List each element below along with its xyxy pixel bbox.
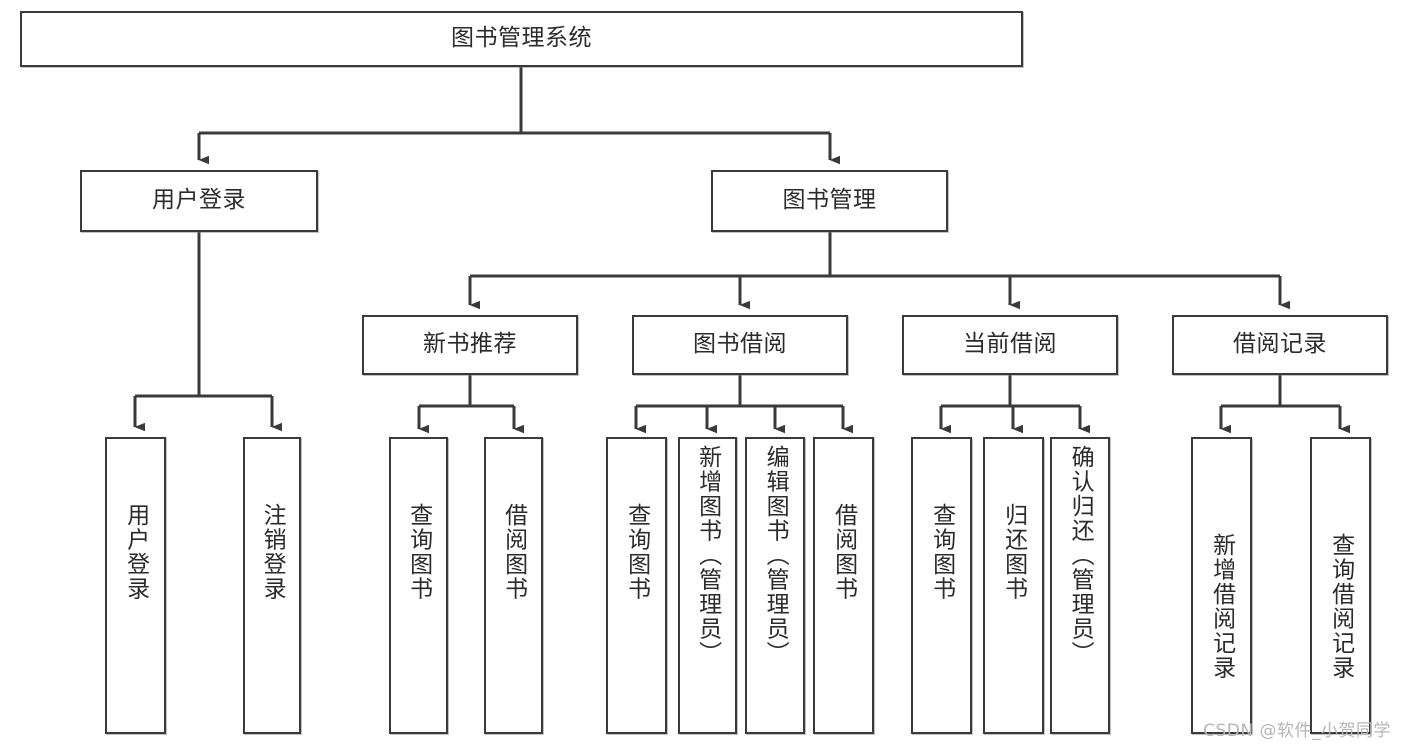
leaf-query-book-1[interactable]: 查询图书 <box>389 437 448 734</box>
leaf-query-book-1-label: 查询图书 <box>405 503 432 601</box>
leaf-borrow-book-2-label: 借阅图书 <box>830 503 857 601</box>
leaf-borrow-book-1-label: 借阅图书 <box>500 503 527 601</box>
leaf-return-book[interactable]: 归还图书 <box>983 437 1044 734</box>
node-book-manage-label: 图书管理 <box>782 187 877 214</box>
leaf-confirm-return[interactable]: 确认归还（管理员） <box>1050 437 1110 734</box>
leaf-edit-book-admin-label: 编辑图书（管理员） <box>762 445 789 666</box>
leaf-query-borrow-record[interactable]: 查询借阅记录 <box>1310 437 1371 734</box>
leaf-logout-login-label: 注销登录 <box>259 503 286 601</box>
node-root[interactable]: 图书管理系统 <box>20 11 1023 67</box>
node-root-label: 图书管理系统 <box>451 25 592 52</box>
node-book-borrow[interactable]: 图书借阅 <box>632 315 848 375</box>
leaf-add-borrow-record[interactable]: 新增借阅记录 <box>1191 437 1252 734</box>
leaf-edit-book-admin[interactable]: 编辑图书（管理员） <box>745 437 805 734</box>
node-book-manage[interactable]: 图书管理 <box>711 170 948 232</box>
node-book-borrow-label: 图书借阅 <box>693 331 787 358</box>
leaf-query-book-2[interactable]: 查询图书 <box>606 437 667 734</box>
leaf-logout-login[interactable]: 注销登录 <box>243 437 301 734</box>
leaf-add-book-admin[interactable]: 新增图书（管理员） <box>678 437 737 734</box>
leaf-return-book-label: 归还图书 <box>1000 503 1027 601</box>
node-current-borrow-label: 当前借阅 <box>963 331 1057 358</box>
leaf-query-book-2-label: 查询图书 <box>623 503 650 601</box>
csdn-watermark: CSDN @软件_小贺同学 <box>1203 721 1391 741</box>
leaf-query-book-3[interactable]: 查询图书 <box>911 437 972 734</box>
node-borrow-record[interactable]: 借阅记录 <box>1172 315 1388 375</box>
node-user-login-label: 用户登录 <box>152 187 246 214</box>
leaf-query-borrow-record-label: 查询借阅记录 <box>1327 533 1354 680</box>
leaf-confirm-return-label: 确认归还（管理员） <box>1067 445 1094 666</box>
leaf-add-book-admin-label: 新增图书（管理员） <box>694 445 721 666</box>
node-current-borrow[interactable]: 当前借阅 <box>902 315 1118 375</box>
leaf-borrow-book-2[interactable]: 借阅图书 <box>813 437 874 734</box>
leaf-borrow-book-1[interactable]: 借阅图书 <box>484 437 543 734</box>
leaf-user-login-label: 用户登录 <box>122 503 149 601</box>
leaf-query-book-3-label: 查询图书 <box>928 503 955 601</box>
leaf-add-borrow-record-label: 新增借阅记录 <box>1208 533 1235 680</box>
node-user-login[interactable]: 用户登录 <box>80 170 318 232</box>
leaf-user-login[interactable]: 用户登录 <box>105 437 166 734</box>
node-new-book-recommend-label: 新书推荐 <box>423 331 517 358</box>
node-new-book-recommend[interactable]: 新书推荐 <box>362 315 578 375</box>
node-borrow-record-label: 借阅记录 <box>1233 331 1327 358</box>
